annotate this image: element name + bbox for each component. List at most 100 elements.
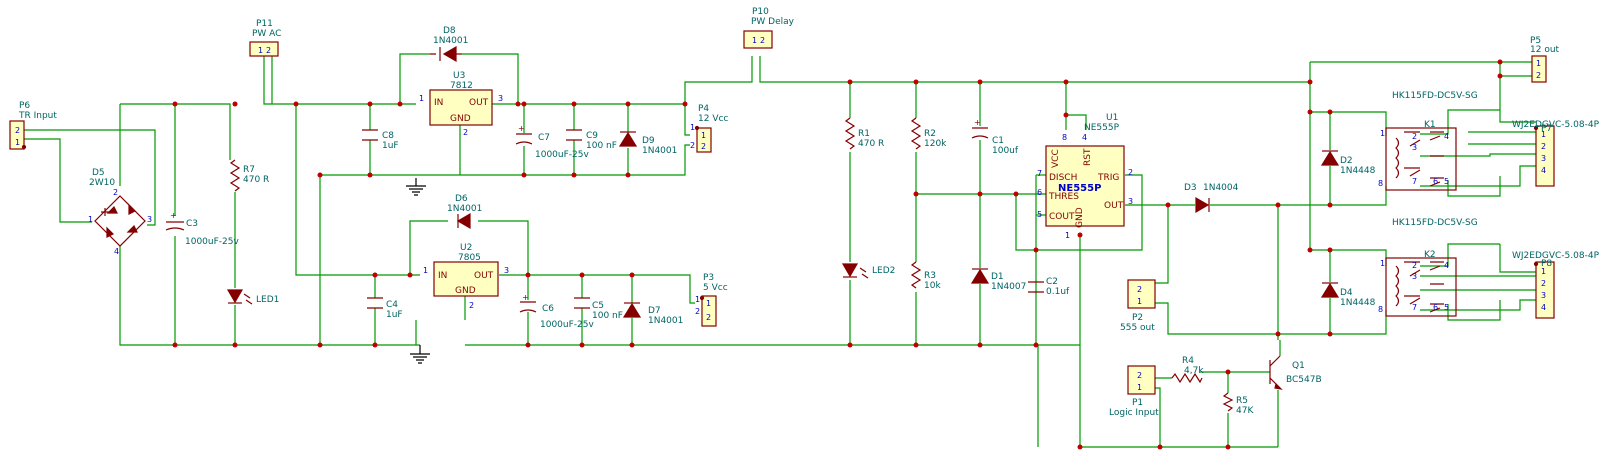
pin-label: 1 <box>1380 259 1385 268</box>
connector-p1[interactable]: 2 1 P1 Logic Input <box>1109 365 1159 418</box>
diode-d4[interactable]: D4 1N4448 <box>1320 282 1376 308</box>
connector-p10[interactable]: 1 2 P10 PW Delay <box>743 7 795 49</box>
ref-k1: K1 <box>1424 120 1436 130</box>
pin-rst: RST <box>1083 148 1093 166</box>
timer-u1[interactable]: VCC RST DISCH TRIG NE555P THRES COUT OUT… <box>1037 113 1133 240</box>
ref-r3: R3 <box>924 271 936 281</box>
pin-label: 2 <box>1128 168 1133 177</box>
connector-p4[interactable]: 1 2 1 2 P4 12 Vcc <box>690 104 728 153</box>
resistor-r2[interactable]: R2 120k <box>910 117 947 150</box>
pin-label: 2 <box>1412 132 1417 141</box>
pin-label: 2 <box>1412 261 1417 270</box>
value-k1: HK115FD-DC5V-SG <box>1392 91 1478 101</box>
connector-p11[interactable]: 1 2 P11 PW AC <box>249 19 281 57</box>
svg-text:+: + <box>170 211 177 220</box>
capacitor-c2[interactable]: C2 0.1uf <box>1028 277 1070 297</box>
pin-label: 4 <box>114 247 119 256</box>
pin-label: 1 <box>1541 267 1546 276</box>
ref-r1: R1 <box>858 129 870 139</box>
pin-label: 2 <box>266 46 271 55</box>
led-led1[interactable]: LED1 <box>226 289 279 305</box>
pin-label: 2 <box>701 142 706 151</box>
resistor-r4[interactable]: R4 4,7k <box>1171 356 1204 384</box>
led-led2[interactable]: LED2 <box>841 263 895 279</box>
value-p1: Logic Input <box>1109 408 1159 418</box>
diode-d3[interactable]: D3 1N4004 <box>1184 183 1239 214</box>
svg-text:+: + <box>522 293 529 302</box>
capacitor-c6[interactable]: + C6 1000uF-25v <box>519 293 594 330</box>
value-c4: 1uF <box>386 310 403 320</box>
capacitor-c8[interactable]: C8 1uF <box>362 129 399 151</box>
value-c5: 100 nF <box>592 311 623 321</box>
resistor-r3[interactable]: R3 10k <box>910 261 941 291</box>
terminal-p8[interactable]: 1 2 3 4 P8 WJ2EDGVC-5.08-4P <box>1512 251 1600 319</box>
capacitor-c1[interactable]: + C1 100uf <box>971 118 1019 156</box>
pin-label: 4 <box>1082 133 1087 142</box>
relay-k1[interactable]: 2 3 4 8 7 6 5 1 K1 HK115FD-DC5V-SG <box>1378 91 1478 191</box>
diode-d9[interactable]: D9 1N4001 <box>618 131 677 156</box>
value-d8: 1N4001 <box>433 36 468 46</box>
value-u1: NE555P <box>1084 123 1120 133</box>
capacitor-c9[interactable]: C9 100 nF <box>566 129 617 151</box>
junctions <box>172 59 1503 450</box>
ref-d3: D3 <box>1184 183 1197 193</box>
pin-label: 2 <box>706 313 711 322</box>
value-c2: 0.1uf <box>1046 287 1070 297</box>
ref-c1: C1 <box>992 136 1004 146</box>
resistor-r7[interactable]: R7 470 R <box>229 159 269 192</box>
connector-p6[interactable]: 2 1 P6 TR Input <box>9 101 57 150</box>
pin-label: 2 <box>15 126 20 135</box>
resistor-r1[interactable]: R1 470 R <box>844 117 884 150</box>
ref-p1: P1 <box>1132 398 1143 408</box>
pin-label: 3 <box>1541 291 1546 300</box>
terminal-p7[interactable]: 1 2 3 4 P7 WJ2EDGVC-5.08-4P <box>1512 120 1600 187</box>
pin-in: IN <box>438 271 447 281</box>
capacitor-c5[interactable]: C5 100 nF <box>574 297 623 321</box>
regulator-u2[interactable]: IN OUT GND 1 3 2 U2 7805 <box>423 243 509 310</box>
value-u3: 7812 <box>450 81 473 91</box>
pin-label: 1 <box>419 94 424 103</box>
diode-d2[interactable]: D2 1N4448 <box>1320 150 1376 176</box>
value-d1: 1N4007 <box>991 282 1026 292</box>
ground-icon <box>406 178 430 364</box>
ref-k2: K2 <box>1424 250 1436 260</box>
connector-p2[interactable]: 2 1 P2 555 out <box>1120 279 1156 333</box>
value-p11: PW AC <box>252 29 281 39</box>
pin-label: 2 <box>760 36 765 45</box>
ref-d1: D1 <box>991 272 1004 282</box>
diode-d7[interactable]: D7 1N4001 <box>622 302 683 326</box>
regulator-u3[interactable]: IN OUT GND 1 3 2 U3 7812 <box>419 71 503 137</box>
value-c7: 1000uF-25v <box>535 150 589 160</box>
bridge-rectifier-d5[interactable]: 2 1 3 4 D5 2W10 <box>88 168 152 256</box>
resistor-r5[interactable]: R5 47K <box>1222 392 1254 416</box>
transistor-q1[interactable]: Q1 BC547B <box>1269 340 1322 390</box>
capacitor-c3[interactable]: + C3 1000uF-25v <box>165 211 239 247</box>
diode-d6[interactable]: D6 1N4001 <box>447 194 482 230</box>
pin-cout: COUT <box>1049 212 1075 222</box>
ref-c9: C9 <box>586 131 598 141</box>
svg-text:+: + <box>518 124 525 133</box>
capacitor-c7[interactable]: + C7 1000uF-25v <box>515 124 589 160</box>
value-p4: 12 Vcc <box>698 114 728 124</box>
pin-label: 3 <box>147 215 152 224</box>
pin-label: 8 <box>1062 133 1067 142</box>
ref-p10: P10 <box>752 7 769 17</box>
connector-p5[interactable]: 1 2 P5 12 out <box>1530 36 1560 83</box>
ref-p4: P4 <box>698 104 709 114</box>
ref-p3: P3 <box>703 273 714 283</box>
value-p2: 555 out <box>1120 323 1155 333</box>
pin-label: 6 <box>1433 177 1438 186</box>
ref-d6: D6 <box>455 194 468 204</box>
relay-k2[interactable]: 2 3 4 8 7 6 5 1 K2 HK115FD-DC5V-SG <box>1378 218 1478 317</box>
pin-label: 1 <box>1137 297 1142 306</box>
pin-label: 1 <box>15 138 20 147</box>
ref-p5: P5 <box>1530 36 1541 46</box>
connector-p3[interactable]: 1 2 1 2 P3 5 Vcc <box>695 273 728 327</box>
capacitor-c4[interactable]: C4 1uF <box>367 297 403 320</box>
diode-d8[interactable]: D8 1N4001 <box>430 26 468 63</box>
value-d4: 1N4448 <box>1340 298 1376 308</box>
pin-label: 1 <box>88 215 93 224</box>
value-p6: TR Input <box>18 111 57 121</box>
diode-d1[interactable]: D1 1N4007 <box>970 268 1026 292</box>
